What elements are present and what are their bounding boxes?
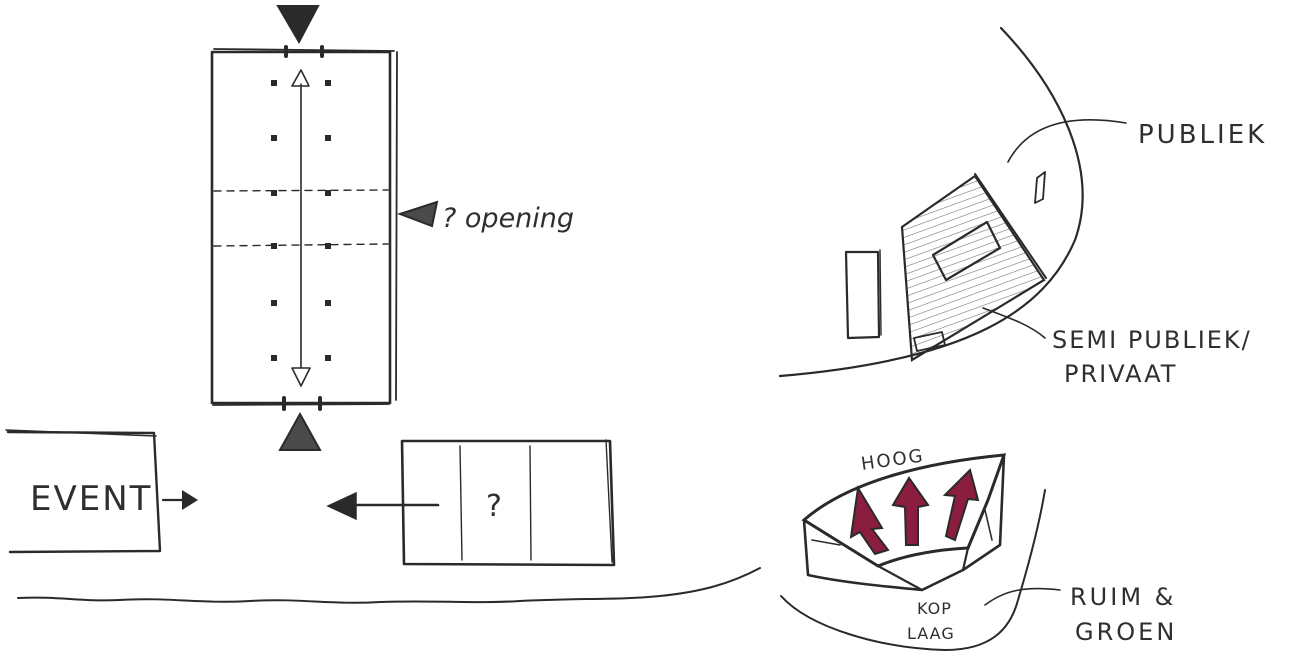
semi-publiek-label: SEMI PUBLIEK/ <box>1052 326 1252 354</box>
opening-label: ? opening <box>442 203 574 234</box>
site-plan: PUBLIEK SEMI PUBLIEK/ PRIVAAT <box>780 28 1267 388</box>
entrance-triangle-top <box>278 6 318 42</box>
event-label: EVENT <box>30 479 152 519</box>
groen-label: GROEN <box>1075 618 1177 646</box>
privaat-label: PRIVAAT <box>1064 360 1177 388</box>
unknown-arrow <box>328 493 356 519</box>
ruim-label: RUIM & <box>1070 583 1176 611</box>
event-block: EVENT <box>6 430 198 552</box>
volume-sketch: HOOG KOP LAAG RUIM & GROEN <box>781 445 1177 650</box>
standalone-block <box>846 252 879 338</box>
volume-top-face <box>804 455 1004 566</box>
kop-label: KOP <box>917 599 952 618</box>
semi-public-building <box>902 176 1044 360</box>
event-arrow <box>182 490 198 510</box>
ground-line <box>18 568 760 603</box>
hall-plan: ? opening <box>212 6 574 450</box>
circulation-arrow <box>292 70 310 386</box>
opening-arrow <box>400 202 437 226</box>
unknown-block: ? <box>328 440 614 565</box>
unknown-label: ? <box>486 489 502 524</box>
entrance-triangle-bottom <box>280 414 320 450</box>
unknown-box <box>402 441 614 565</box>
publiek-label: PUBLIEK <box>1138 120 1267 150</box>
laag-label: LAAG <box>907 624 955 643</box>
